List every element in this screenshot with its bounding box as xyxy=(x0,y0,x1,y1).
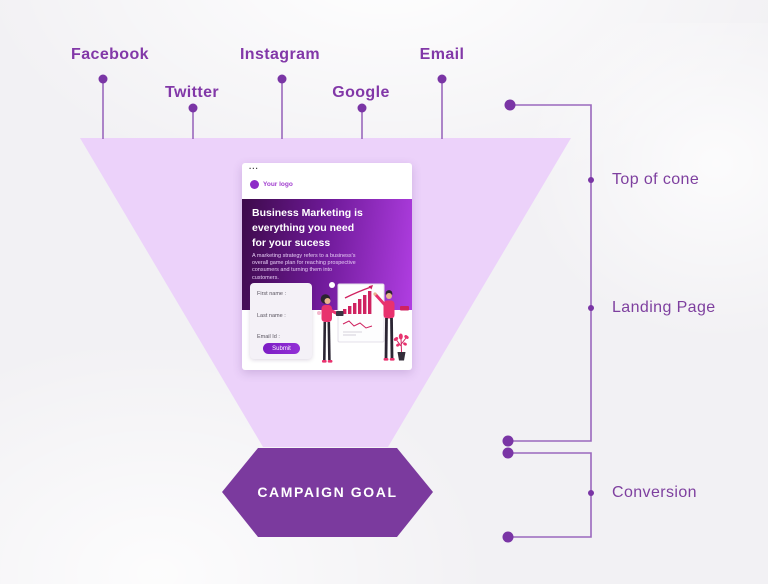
channel-connector-lines xyxy=(102,79,443,139)
upper-bracket-line xyxy=(513,104,592,442)
lower-bracket-end-dot xyxy=(502,531,514,543)
stage-bracket-lower xyxy=(502,447,594,543)
hero-body-text: A marketing strategy refers to a busines… xyxy=(252,253,356,281)
channel-label-email: Email xyxy=(419,46,465,63)
deco-circle xyxy=(329,282,335,288)
channel-label-twitter: Twitter xyxy=(164,84,220,101)
first-name-field-label: First name : xyxy=(257,291,287,297)
channel-label-instagram: Instagram xyxy=(239,46,321,63)
stage-label-conversion: Conversion xyxy=(612,484,697,501)
instagram-pin-dot xyxy=(277,74,287,84)
landing-page-marker-dot xyxy=(588,305,594,311)
twitter-pin-dot xyxy=(188,103,198,113)
facebook-pin-dot xyxy=(98,74,108,84)
plant xyxy=(393,333,409,361)
stage-label-landing-page: Landing Page xyxy=(612,299,716,316)
hero-heading-line-1: Business Marketing is xyxy=(252,207,363,219)
deco-tag xyxy=(400,306,409,311)
upper-bracket-start-dot xyxy=(504,99,516,111)
hero-heading: Business Marketing is everything you nee… xyxy=(252,206,363,251)
landing-page-mockup: ... Your logo Business Marketing is ever… xyxy=(242,162,412,370)
upper-bracket-end-dot xyxy=(502,435,514,447)
growth-arrow-icon xyxy=(344,286,372,299)
email-field-label: Email Id : xyxy=(257,334,280,340)
channel-label-google: Google xyxy=(332,84,390,101)
deco-dot xyxy=(317,311,321,315)
signup-form-card: First name : Last name : Email Id : Subm… xyxy=(250,283,312,359)
channel-label-facebook: Facebook xyxy=(71,46,149,63)
logo-text: Your logo xyxy=(263,181,293,188)
email-pin-dot xyxy=(437,74,447,84)
hero-heading-line-3: for your sucess xyxy=(252,237,331,249)
growth-arrow-head xyxy=(368,285,373,290)
line-chart-icon xyxy=(342,320,373,329)
channel-connector-dots xyxy=(98,74,447,113)
campaign-goal-label: CAMPAIGN GOAL xyxy=(257,484,398,500)
top-of-cone-marker-dot xyxy=(588,177,594,183)
stage-bracket-upper xyxy=(502,99,594,447)
campaign-goal-hexagon xyxy=(222,448,433,537)
man-presenter xyxy=(373,290,395,361)
submit-button: Submit xyxy=(263,343,300,354)
woman-presenter xyxy=(320,294,344,363)
google-pin-dot xyxy=(357,103,367,113)
chart-axis-lines xyxy=(343,331,362,336)
lower-bracket-line xyxy=(513,452,592,538)
lower-bracket-start-dot xyxy=(502,447,514,459)
presentation-illustration xyxy=(317,282,409,363)
logo-row: Your logo xyxy=(250,180,293,189)
hero-heading-line-2: everything you need xyxy=(252,222,355,234)
logo-circle-icon xyxy=(250,180,259,189)
conversion-marker-dot xyxy=(588,490,594,496)
stage-label-top-of-cone: Top of cone xyxy=(612,171,700,188)
bar-chart-icon xyxy=(343,291,372,314)
window-menu-dots-icon: ... xyxy=(249,162,259,171)
last-name-field-label: Last name : xyxy=(257,313,286,319)
